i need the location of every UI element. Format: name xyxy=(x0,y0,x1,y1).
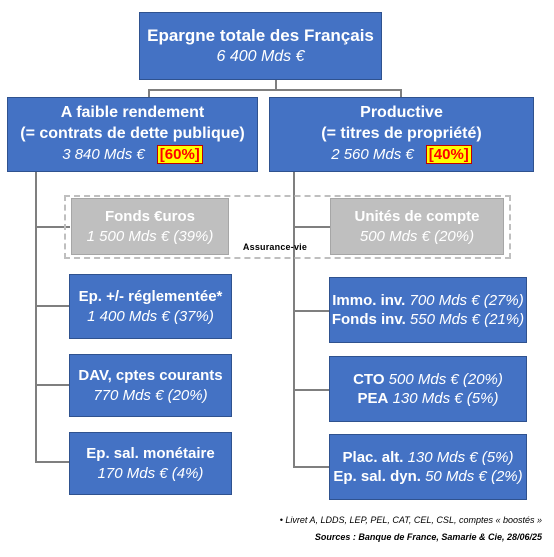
alternative-line: Plac. alt. 130 Mds € (5%) xyxy=(343,448,514,468)
connector-right-branch-1 xyxy=(293,226,330,228)
low-yield-value: 3 840 Mds € xyxy=(62,145,145,163)
connector-left-down xyxy=(148,89,150,98)
connector-left-branch-3 xyxy=(35,384,70,386)
pea-line: PEA 130 Mds € (5%) xyxy=(358,389,499,409)
connector-right-branch-3 xyxy=(293,389,330,391)
low-yield-share-badge: [60%] xyxy=(156,144,203,165)
connector-horizontal xyxy=(148,89,402,91)
footnote: • Livret A, LDDS, LEP, PEL, CAT, CEL, CS… xyxy=(279,515,542,525)
connector-right-trunk xyxy=(293,172,295,467)
real-estate-value: 700 Mds € (27%) xyxy=(409,291,524,309)
cto-pea-box: CTO 500 Mds € (20%) PEA 130 Mds € (5%) xyxy=(329,356,527,422)
assurance-vie-group xyxy=(64,195,511,259)
employee-dynamic-line: Ep. sal. dyn. 50 Mds € (2%) xyxy=(333,467,522,487)
connector-top-down xyxy=(275,80,277,90)
low-yield-title-1: A faible rendement xyxy=(60,104,205,122)
regulated-savings-value: 1 400 Mds € (37%) xyxy=(87,307,214,325)
connector-left-branch-2 xyxy=(35,305,70,307)
total-savings-value: 6 400 Mds € xyxy=(216,47,305,65)
connector-right-branch-4 xyxy=(293,466,330,468)
unites-de-compte-value: 500 Mds € (20%) xyxy=(359,227,475,245)
unites-de-compte-label: Unités de compte xyxy=(354,208,480,225)
cto-value: 500 Mds € (20%) xyxy=(388,370,503,388)
real-estate-line: Immo. inv. 700 Mds € (27%) xyxy=(332,291,523,311)
productive-value: 2 560 Mds € xyxy=(331,145,414,163)
investment-funds-value: 550 Mds € (21%) xyxy=(409,311,525,328)
connector-left-branch-1 xyxy=(35,226,70,228)
current-accounts-box: DAV, cptes courants 770 Mds € (20%) xyxy=(69,354,232,417)
fonds-euros-label: Fonds €uros xyxy=(104,208,195,225)
employee-dynamic-value: 50 Mds € (2%) xyxy=(425,468,523,485)
connector-left-branch-4 xyxy=(35,461,70,463)
current-accounts-label: DAV, cptes courants xyxy=(78,367,223,384)
low-yield-box: A faible rendement (= contrats de dette … xyxy=(7,97,258,172)
regulated-savings-box: Ep. +/- réglementée* 1 400 Mds € (37%) xyxy=(69,274,232,339)
connector-left-trunk xyxy=(35,172,37,462)
productive-title-2: (= titres de propriété) xyxy=(321,125,482,143)
alternative-employee-box: Plac. alt. 130 Mds € (5%) Ep. sal. dyn. … xyxy=(329,434,527,500)
investment-funds-line: Fonds inv. 550 Mds € (21%) xyxy=(332,310,524,330)
cto-label: CTO xyxy=(353,370,385,388)
employee-money-market-value: 170 Mds € (4%) xyxy=(97,464,204,482)
cto-line: CTO 500 Mds € (20%) xyxy=(353,370,503,390)
current-accounts-value: 770 Mds € (20%) xyxy=(93,386,208,404)
unites-de-compte-box: Unités de compte 500 Mds € (20%) xyxy=(330,198,504,255)
alternative-value: 130 Mds € (5%) xyxy=(407,448,514,466)
productive-share-badge: [40%] xyxy=(425,144,472,165)
connector-right-down xyxy=(400,89,402,98)
assurance-vie-label: Assurance-vie xyxy=(242,242,308,252)
regulated-savings-label: Ep. +/- réglementée* xyxy=(78,288,223,305)
employee-money-market-box: Ep. sal. monétaire 170 Mds € (4%) xyxy=(69,432,232,495)
total-savings-title: Epargne totale des Français xyxy=(147,25,374,45)
fonds-euros-box: Fonds €uros 1 500 Mds € (39%) xyxy=(71,198,229,255)
low-yield-title-2: (= contrats de dette publique) xyxy=(20,125,245,143)
employee-money-market-label: Ep. sal. monétaire xyxy=(86,445,215,462)
fonds-euros-value: 1 500 Mds € (39%) xyxy=(86,227,214,245)
pea-value: 130 Mds € (5%) xyxy=(392,390,499,407)
employee-dynamic-label: Ep. sal. dyn. xyxy=(333,468,421,485)
total-savings-box: Epargne totale des Français 6 400 Mds € xyxy=(139,12,382,80)
real-estate-label: Immo. inv. xyxy=(332,291,406,309)
productive-title-1: Productive xyxy=(360,104,443,122)
sources: Sources : Banque de France, Samarie & Ci… xyxy=(314,532,542,542)
alternative-label: Plac. alt. xyxy=(342,448,404,466)
real-estate-funds-box: Immo. inv. 700 Mds € (27%) Fonds inv. 55… xyxy=(329,277,527,343)
connector-right-branch-2 xyxy=(293,310,330,312)
pea-label: PEA xyxy=(357,390,389,407)
investment-funds-label: Fonds inv. xyxy=(331,311,406,328)
productive-box: Productive (= titres de propriété) 2 560… xyxy=(269,97,534,172)
